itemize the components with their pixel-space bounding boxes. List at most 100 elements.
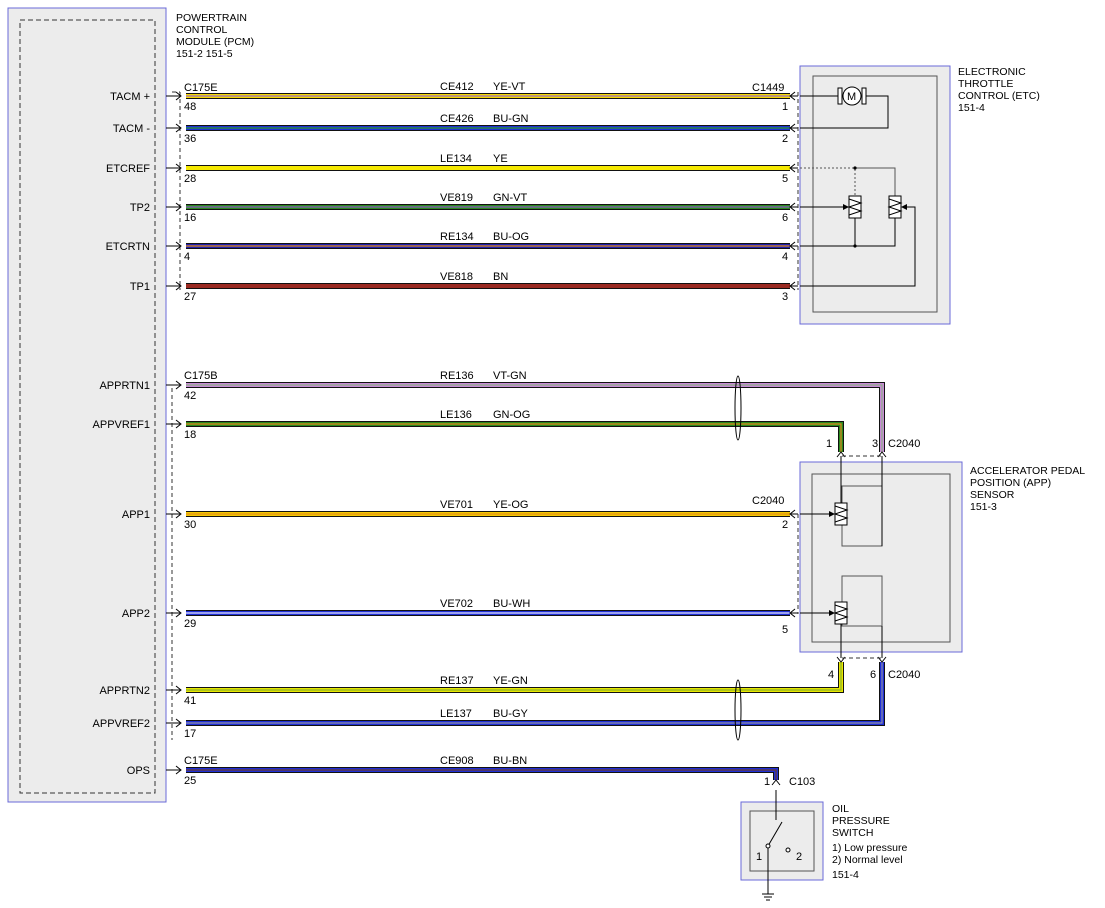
wire-body: [186, 422, 843, 452]
pcm-pin-number: 41: [184, 695, 196, 707]
etc-module: M ELECTRONIC THROTTLE CONTROL (ETC) 151-…: [797, 65, 1040, 325]
pcm-pin-number: 17: [184, 728, 196, 740]
dest-pin-arrow: [771, 779, 781, 786]
dest-pin-arrow: [789, 509, 798, 519]
pcm-pin-arrow: [166, 241, 182, 251]
signal-label: OPS: [127, 765, 150, 777]
ops-title-line3: SWITCH: [832, 827, 873, 839]
motor-icon: [842, 86, 862, 106]
pcm-pin-number: 16: [184, 212, 196, 224]
ops-title-line4: 1) Low pressure: [832, 842, 907, 854]
pcm-pin-arrow: [166, 509, 182, 519]
dest-pin-arrow: [836, 451, 846, 458]
circuit-label: CE412: [440, 81, 474, 93]
pcm-title-line3: MODULE (PCM): [176, 36, 254, 48]
pcm-pin-number: 18: [184, 429, 196, 441]
color-code-label: YE-OG: [493, 499, 528, 511]
circuit-label: VE818: [440, 271, 473, 283]
destination-pin-number: 6: [782, 212, 788, 224]
wire-stripe: [186, 662, 842, 691]
signal-label: TP2: [130, 202, 150, 214]
pcm-pin-number: 30: [184, 519, 196, 531]
pcm-pin-number: 27: [184, 291, 196, 303]
dest-pin-arrow: [789, 202, 798, 212]
connector-c103: C103: [789, 776, 815, 788]
destination-pin-number: 5: [782, 173, 788, 185]
pcm-pin-arrow: [166, 163, 182, 173]
color-code-label: VT-GN: [493, 370, 527, 382]
color-code-label: YE: [493, 153, 508, 165]
destination-pin-number: 5: [782, 624, 788, 636]
color-code-label: BU-GN: [493, 113, 529, 125]
twisted-pair-markers: [734, 375, 742, 741]
destination-pin-number: 6: [870, 669, 876, 681]
dest-pin-arrow: [789, 608, 798, 618]
color-code-label: GN-VT: [493, 192, 528, 204]
dest-pin-arrow: [789, 163, 798, 173]
pcm-pin-number: 29: [184, 618, 196, 630]
signal-label: APPVREF1: [93, 419, 150, 431]
wire-stripe: [186, 769, 777, 780]
signal-label: APPRTN2: [99, 685, 150, 697]
wire-stripe: [186, 662, 883, 724]
signal-label: APPVREF2: [93, 718, 150, 730]
dest-pin-arrow: [877, 656, 887, 663]
pcm-pin-arrow: [166, 123, 182, 133]
color-code-label: YE-VT: [493, 81, 526, 93]
destination-pin-number: 1: [764, 776, 770, 788]
wire-outline: [186, 421, 844, 452]
destination-pin-number: 2: [782, 519, 788, 531]
pcm-module: POWERTRAIN CONTROL MODULE (PCM) 151-2 15…: [7, 7, 254, 803]
pcm-title-line1: POWERTRAIN: [176, 12, 247, 24]
wire-outline: [186, 382, 885, 452]
pcm-pin-arrow: [166, 281, 182, 291]
color-code-label: BU-OG: [493, 231, 529, 243]
dest-pin-arrow: [877, 451, 887, 458]
signal-label: APPRTN1: [99, 380, 150, 392]
connector-c2040-mid: C2040: [752, 495, 784, 507]
pcm-pin-number: 25: [184, 775, 196, 787]
dest-pin-arrow: [789, 91, 798, 101]
connector-c175b: C175B: [184, 370, 218, 382]
color-code-label: GN-OG: [493, 409, 530, 421]
destination-pin-number: 3: [872, 438, 878, 450]
connector-c2040-top: C2040: [888, 438, 920, 450]
pcm-connector-housings: [171, 91, 181, 740]
pcm-pin-number: 4: [184, 251, 190, 263]
color-code-label: BU-BN: [493, 755, 527, 767]
ops-pin1-label: 1: [756, 851, 762, 863]
etc-title-line1: ELECTRONIC: [958, 66, 1026, 78]
circuit-label: VE702: [440, 598, 473, 610]
connector-c175e-top: C175E: [184, 82, 218, 94]
app-title-line4: 151-3: [970, 501, 997, 513]
app-title-line1: ACCELERATOR PEDAL: [970, 465, 1085, 477]
ops-title-line6: 151-4: [832, 869, 859, 881]
pcm-pin-arrow: [166, 202, 182, 212]
pcm-pin-number: 42: [184, 390, 196, 402]
oil-pressure-switch: 1 2 OIL PRESSURE SWITCH 1) Low pressure …: [740, 790, 907, 901]
signal-label: ETCREF: [106, 163, 150, 175]
etc-title-line2: THROTTLE: [958, 78, 1013, 90]
ops-title-line5: 2) Normal level: [832, 854, 903, 866]
circuit-label: CE908: [440, 755, 474, 767]
color-code-label: YE-GN: [493, 675, 528, 687]
destination-pin-number: 3: [782, 291, 788, 303]
circuit-label: VE819: [440, 192, 473, 204]
connector-c175e-bottom: C175E: [184, 755, 218, 767]
destination-pin-number: 1: [826, 438, 832, 450]
signal-label: APP1: [122, 509, 150, 521]
wire-body: [186, 383, 884, 452]
circuit-label: LE137: [440, 708, 472, 720]
pcm-pin-number: 48: [184, 101, 196, 113]
pcm-pin-arrow: [166, 765, 182, 775]
wire-stripe: [186, 423, 842, 452]
pcm-pin-arrow: [166, 380, 182, 390]
